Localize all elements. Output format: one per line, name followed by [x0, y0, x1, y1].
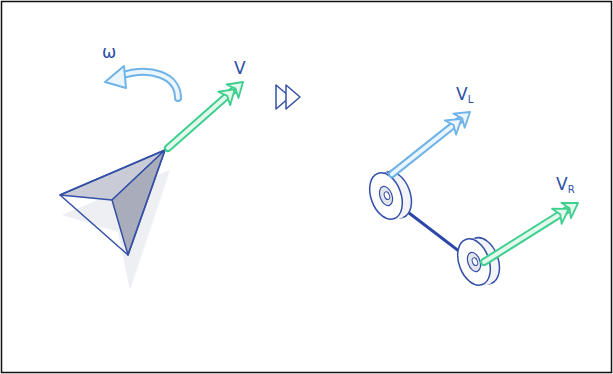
right-wheel [452, 231, 506, 291]
right-velocity-arrow [484, 203, 578, 262]
left-velocity-arrow [392, 112, 470, 174]
velocity-arrow [168, 82, 243, 148]
plane-icon [60, 150, 165, 255]
chevron-symbol [276, 85, 300, 109]
right-velocity-label: VR [556, 176, 575, 195]
velocity-label: V [234, 60, 246, 77]
omega-arrow [105, 66, 178, 98]
omega-label: ω [102, 44, 116, 61]
left-velocity-label: VL [456, 86, 473, 105]
